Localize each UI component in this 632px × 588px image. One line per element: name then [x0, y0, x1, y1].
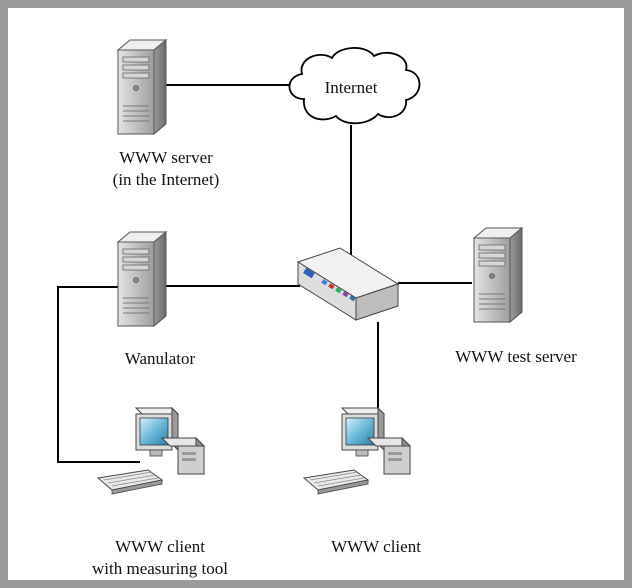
- cloud-icon: [288, 47, 421, 125]
- www-client-measuring-sublabel: with measuring tool: [92, 559, 228, 578]
- wanulator-label: Wanulator: [125, 349, 196, 368]
- server-icon: [117, 39, 167, 135]
- www-server-label: WWW server: [119, 148, 213, 167]
- www-test-server-node: WWW test server: [455, 227, 577, 366]
- www-server-node: WWW server (in the Internet): [113, 39, 220, 189]
- computer-icon: [303, 407, 411, 495]
- www-client-measuring-label: WWW client: [115, 537, 205, 556]
- server-icon: [117, 231, 167, 327]
- www-client-label: WWW client: [331, 537, 421, 556]
- link-wanulator-measuring-client: [57, 286, 140, 463]
- internet-label: Internet: [325, 78, 378, 97]
- internet-cloud: Internet: [288, 47, 421, 125]
- switch-icon: [296, 247, 400, 321]
- www-client-measuring-node: WWW client with measuring tool: [92, 407, 228, 578]
- www-test-server-label: WWW test server: [455, 347, 577, 366]
- connections: [57, 84, 472, 463]
- server-icon: [473, 227, 523, 323]
- www-server-sublabel: (in the Internet): [113, 170, 220, 189]
- wanulator-node: Wanulator: [117, 231, 196, 368]
- computer-icon: [97, 407, 205, 495]
- switch-node: [296, 247, 400, 321]
- www-client-node: WWW client: [303, 407, 421, 556]
